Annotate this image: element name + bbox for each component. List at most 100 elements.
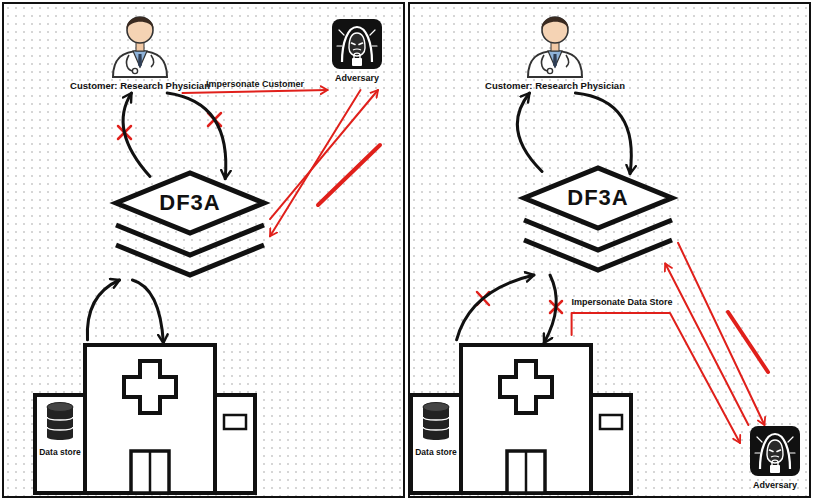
hospital-building-part xyxy=(423,403,449,412)
attack-arrow xyxy=(270,90,378,219)
cross-stroke xyxy=(477,292,489,305)
store-label: Data store xyxy=(408,447,464,457)
platform-stack-part xyxy=(116,225,264,255)
platform-node: DF3A xyxy=(518,160,678,275)
data-flow-arrow xyxy=(457,275,534,340)
cross-stroke xyxy=(550,301,562,313)
adversary-icon-part xyxy=(770,465,780,473)
adversary-node: Adversary xyxy=(322,18,392,90)
blocked-mark xyxy=(118,126,131,139)
adversary-icon-part xyxy=(342,27,372,62)
cross-stroke xyxy=(477,292,489,305)
platform-stack-part xyxy=(116,245,264,275)
physician-icon-part xyxy=(547,68,552,73)
hospital-building-part xyxy=(507,451,545,493)
data-flow-arrow xyxy=(167,93,226,179)
adversary-icon-part xyxy=(352,58,362,66)
adversary-icon-part xyxy=(750,426,800,476)
physician-icon-part xyxy=(127,17,153,43)
hospital-building-part xyxy=(423,417,449,430)
physician-icon xyxy=(520,5,590,77)
hospital-building-part xyxy=(131,451,169,493)
platform-name: DF3A xyxy=(518,186,678,210)
hospital-building-part xyxy=(600,415,622,429)
edge-label: Impersonate Data Store xyxy=(571,297,672,308)
cross-stroke xyxy=(118,126,131,139)
hospital-building-part xyxy=(591,395,631,493)
attack-slash xyxy=(728,312,768,372)
physician-icon-part xyxy=(138,54,142,68)
hospital-building-part xyxy=(149,451,152,493)
data-flow-arrow xyxy=(575,93,631,174)
adversary-icon-part xyxy=(353,49,361,50)
adversary-icon-part xyxy=(354,53,360,58)
blocked-mark xyxy=(550,301,562,313)
hospital-building xyxy=(406,335,636,495)
platform-node: DF3A xyxy=(110,165,270,280)
hospital-building-part xyxy=(461,345,591,493)
role-label: Customer: Research Physician xyxy=(470,80,640,92)
physician-icon xyxy=(105,5,175,77)
adversary-icon-part xyxy=(772,460,778,465)
hospital-building-part xyxy=(124,361,176,413)
adversary-icon xyxy=(749,425,801,477)
physician-icon-part xyxy=(566,55,569,67)
data-flow-arrow xyxy=(132,280,163,343)
physician-icon-part xyxy=(151,55,154,67)
blocked-mark xyxy=(208,113,221,126)
hospital-building-part xyxy=(411,395,461,493)
actor-label: Adversary xyxy=(730,480,813,491)
cross-stroke xyxy=(118,126,131,139)
hospital-building-part xyxy=(215,395,255,493)
store-label: Data store xyxy=(32,447,88,457)
hospital-building xyxy=(30,335,260,495)
platform-stack-part xyxy=(524,240,672,270)
data-flow-arrow xyxy=(123,93,150,177)
role-label: Customer: Research Physician xyxy=(55,80,225,92)
data-store-node: Data store xyxy=(406,335,636,495)
physician-icon-part xyxy=(126,17,153,29)
physician-icon-part xyxy=(541,17,568,29)
physician-icon-part xyxy=(133,51,147,67)
hospital-building-part xyxy=(224,415,246,429)
physician-icon-part xyxy=(113,51,167,77)
adversary-icon-part xyxy=(755,437,795,453)
attack-slash xyxy=(318,145,380,205)
platform-stack xyxy=(110,165,270,280)
physician-icon-part xyxy=(528,51,582,77)
customer-node: Customer: Research Physician xyxy=(470,5,640,93)
adversary-icon-part xyxy=(352,43,363,45)
physician-icon-part xyxy=(553,54,557,68)
blocked-mark xyxy=(477,292,489,305)
actor-label: Adversary xyxy=(312,73,402,84)
attack-arrow xyxy=(665,264,748,426)
adversary-icon-part xyxy=(332,19,382,69)
data-flow-arrow xyxy=(517,93,542,172)
adversary-icon-part xyxy=(760,434,790,469)
attack-arrow xyxy=(678,243,765,425)
cross-stroke xyxy=(208,113,221,126)
hospital-building-part xyxy=(85,345,215,493)
attack-arrow xyxy=(270,90,361,236)
physician-icon-part xyxy=(542,17,568,43)
hospital-building-part xyxy=(35,395,85,493)
hospital-building-part xyxy=(47,417,73,430)
physician-icon-part xyxy=(132,68,137,73)
data-flow-arrow xyxy=(87,280,119,340)
cross-stroke xyxy=(208,113,221,126)
adversary-icon xyxy=(331,18,383,70)
adversary-icon-part xyxy=(337,30,377,46)
platform-stack xyxy=(518,160,678,275)
hospital-building-part xyxy=(47,403,73,412)
data-store-node: Data store xyxy=(30,335,260,495)
customer-node: Customer: Research Physician xyxy=(55,5,225,93)
physician-icon-part xyxy=(548,51,562,67)
platform-name: DF3A xyxy=(110,191,270,215)
hospital-building-part xyxy=(500,361,552,413)
hospital-building-part xyxy=(525,451,528,493)
adversary-icon-part xyxy=(770,450,781,452)
adversary-node: Adversary xyxy=(740,425,810,497)
platform-stack-part xyxy=(524,220,672,250)
data-flow-arrow xyxy=(544,275,556,343)
